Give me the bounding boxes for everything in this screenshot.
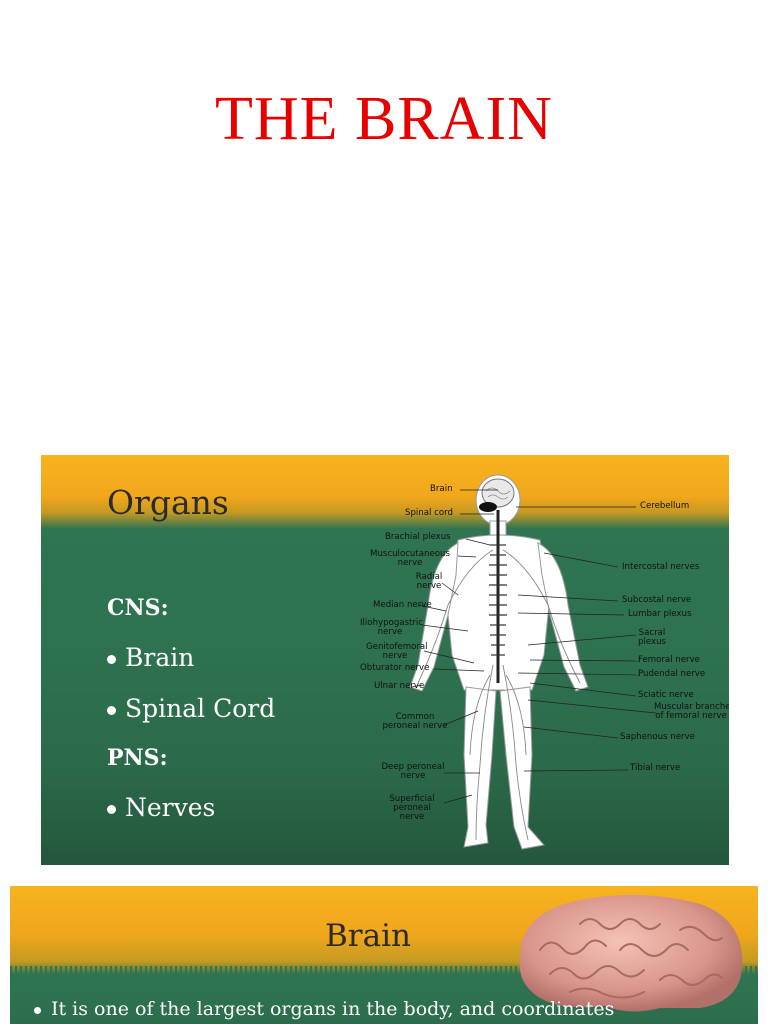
bullet-icon (34, 1006, 41, 1014)
label-brain: Brain (430, 484, 453, 494)
slide-heading: Brain (325, 918, 411, 954)
list-item: Brain (107, 643, 275, 672)
label-superficial-peroneal: Superficial peroneal nerve (389, 794, 435, 823)
label-cerebellum: Cerebellum (640, 501, 690, 511)
bullet-icon (107, 805, 116, 814)
nervous-system-figure: Brain Spinal cord Cerebellum Brachial pl… (318, 455, 729, 865)
list-item: Nerves (107, 793, 275, 822)
label-pudendal: Pudendal nerve (638, 669, 706, 679)
label-tibial: Tibial nerve (630, 763, 681, 773)
label-median: Median nerve (373, 600, 432, 610)
bullet-icon (107, 706, 116, 715)
bullet-icon (107, 655, 116, 664)
label-genitofemoral: Genitofemoral nerve (366, 642, 428, 662)
label-intercostal: Intercostal nerves (622, 562, 700, 572)
human-body-illustration (409, 474, 657, 850)
list-item-label: Spinal Cord (125, 694, 276, 723)
pns-label: PNS: (107, 745, 168, 771)
label-ulnar: Ulnar nerve (374, 681, 425, 691)
brain-image (519, 894, 743, 1012)
list-item-label: Nerves (125, 793, 216, 822)
list-item-label: It is one of the largest organs in the b… (51, 998, 615, 1020)
label-iliohypogastric: Iliohypogastric nerve (360, 618, 424, 638)
label-obturator: Obturator nerve (360, 663, 430, 673)
label-musculocutaneous: Musculocutaneous nerve (370, 549, 450, 569)
cns-label: CNS: (107, 595, 169, 621)
label-femoral: Femoral nerve (638, 655, 700, 665)
label-spinal-cord: Spinal cord (405, 508, 453, 518)
label-muscular-branches: Muscular branches of femoral nerve (654, 702, 729, 722)
organ-list: CNS: Brain Spinal Cord PNS: Nerves (107, 595, 275, 844)
label-brachial-plexus: Brachial plexus (385, 532, 451, 542)
label-subcostal: Subcostal nerve (622, 595, 692, 605)
label-sacral: Sacral plexus (638, 628, 666, 648)
label-common-peroneal: Common peroneal nerve (382, 712, 448, 732)
slide-heading: Organs (107, 483, 229, 522)
grass-divider (41, 547, 729, 565)
brain-slide: Brain It is one of the largest organs in… (10, 886, 758, 1024)
list-item: It is one of the largest organs in the b… (34, 998, 614, 1020)
list-item: Spinal Cord (107, 694, 275, 723)
label-deep-peroneal: Deep peroneal nerve (381, 762, 445, 782)
label-sciatic: Sciatic nerve (638, 690, 694, 700)
label-lumbar: Lumbar plexus (628, 609, 692, 619)
list-item-label: Brain (125, 643, 195, 672)
organs-slide: Organs CNS: Brain Spinal Cord PNS: Nerve… (41, 455, 729, 865)
label-radial: Radial nerve (415, 572, 443, 592)
label-saphenous: Saphenous nerve (620, 732, 695, 742)
page-title: THE BRAIN (215, 85, 553, 153)
